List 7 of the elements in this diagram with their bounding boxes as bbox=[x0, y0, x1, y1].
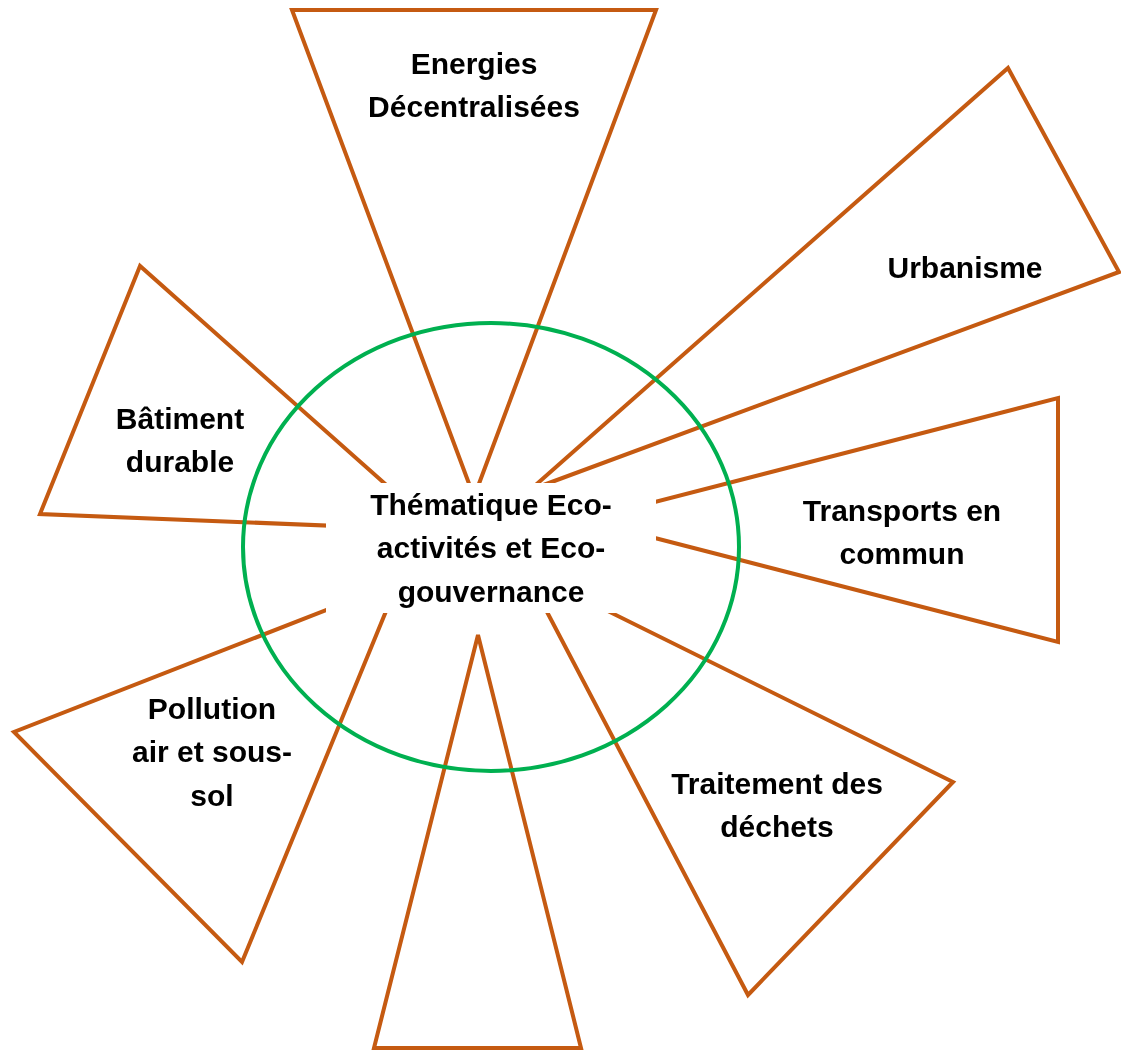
segment-label: Pollution air et sous-sol bbox=[130, 690, 294, 814]
segment-label: Energies Décentralisées bbox=[367, 45, 581, 125]
center-label: Thématique Eco-activités et Eco-gouvernance bbox=[326, 482, 656, 613]
segment-label: Traitement des déchets bbox=[670, 765, 884, 845]
segment-label: Transports en commun bbox=[801, 492, 1003, 572]
segment-label: Urbanisme bbox=[886, 250, 1044, 286]
segment-label: Bâtiment durable bbox=[114, 400, 246, 480]
